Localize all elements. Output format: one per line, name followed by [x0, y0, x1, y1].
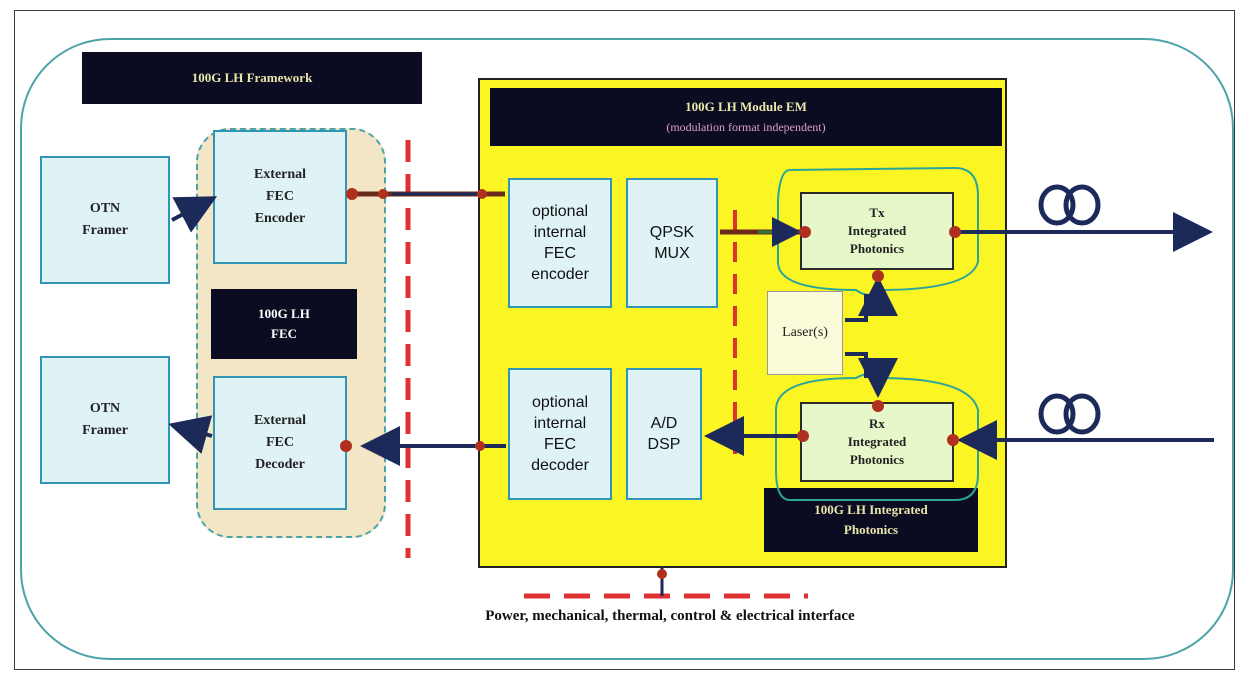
int-decoder-line2: internal: [533, 415, 587, 432]
encoder-link-dot2: [378, 189, 388, 199]
rx-top-dot: [872, 400, 884, 412]
module-subtitle: (modulation format independent): [666, 120, 826, 134]
ext-encoder-line2: FEC: [266, 189, 294, 204]
tx-line2: Integrated: [847, 223, 907, 238]
qpsk-tx-dot: [799, 226, 811, 238]
framework-title-text: 100G LH Framework: [191, 70, 313, 85]
fec-group-line2: FEC: [271, 326, 297, 341]
laser-source: Laser(s): [767, 291, 843, 375]
ip-line1: 100G LH Integrated: [814, 502, 928, 517]
rx-line2: Integrated: [847, 434, 907, 449]
decoder-link-dot1: [340, 440, 352, 452]
int-decoder-line1: optional: [531, 394, 589, 411]
qpsk-line2: MUX: [654, 245, 690, 262]
adc-line1: A/D: [650, 415, 678, 432]
laser-to-rx: [845, 352, 898, 398]
module-title: 100G LH Module EM (modulation format ind…: [490, 88, 1002, 146]
adc-line2: DSP: [647, 436, 681, 453]
external-fec-encoder: External FEC Encoder: [213, 130, 347, 264]
ip-line2: Photonics: [843, 522, 899, 537]
internal-fec-decoder: optional internal FEC decoder: [508, 368, 612, 500]
framework-title: 100G LH Framework: [82, 52, 422, 104]
fiber-coil-icon: [1038, 393, 1101, 435]
encoder-link-dot3: [477, 189, 487, 199]
integrated-photonics-label: 100G LH Integrated Photonics: [764, 488, 978, 552]
tx-line3: Photonics: [849, 241, 905, 256]
fec-group-line1: 100G LH: [258, 306, 310, 321]
ext-decoder-line1: External: [253, 413, 307, 428]
ext-decoder-line2: FEC: [266, 435, 294, 450]
tx-output-dot: [949, 226, 961, 238]
qpsk-line1: QPSK: [649, 224, 695, 241]
ext-encoder-line1: External: [253, 167, 307, 182]
tx-bottom-dot: [872, 270, 884, 282]
otn-framer-tx-line1: OTN: [89, 201, 121, 216]
ext-encoder-line3: Encoder: [254, 211, 306, 226]
rx-line3: Photonics: [849, 452, 905, 467]
qpsk-mux: QPSK MUX: [626, 178, 718, 308]
otn-framer-rx-line1: OTN: [89, 401, 121, 416]
encoder-link-dot1: [346, 188, 358, 200]
laser-label: Laser(s): [782, 325, 828, 340]
tx-integrated-photonics: Tx Integrated Photonics: [800, 192, 954, 270]
internal-fec-encoder: optional internal FEC encoder: [508, 178, 612, 308]
int-encoder-line1: optional: [531, 203, 589, 220]
int-decoder-line3: FEC: [544, 436, 576, 453]
int-encoder-line2: internal: [533, 224, 587, 241]
ext-decoder-line3: Decoder: [255, 457, 305, 472]
power-interface-label: Power, mechanical, thermal, control & el…: [485, 608, 855, 624]
outer-frame: [14, 10, 1235, 670]
int-encoder-line3: FEC: [544, 245, 576, 262]
otn-framer-rx-line2: Framer: [82, 423, 128, 438]
external-fec-decoder: External FEC Decoder: [213, 376, 347, 510]
otn-to-encoder-arrow: [171, 196, 218, 233]
decoder-to-otn-arrow: [168, 415, 213, 454]
module-title-text: 100G LH Module EM: [685, 99, 807, 114]
rx-input-dot: [947, 434, 959, 446]
rx-adc-dot: [797, 430, 809, 442]
fec-group-label: 100G LH FEC: [211, 289, 357, 359]
rx-line1: Rx: [869, 416, 885, 431]
int-encoder-line4: encoder: [531, 266, 589, 283]
power-interface-dot: [657, 569, 667, 579]
fiber-coil-icon: [1038, 184, 1101, 226]
decoder-link-dot2: [475, 441, 485, 451]
system-boundary: [20, 38, 1234, 660]
otn-framer-tx-line2: Framer: [82, 223, 128, 238]
laser-to-tx: [845, 276, 898, 322]
ad-dsp: A/D DSP: [626, 368, 702, 500]
int-decoder-line4: decoder: [531, 457, 589, 474]
otn-framer-tx: OTN Framer: [40, 156, 170, 284]
tx-line1: Tx: [869, 205, 885, 220]
